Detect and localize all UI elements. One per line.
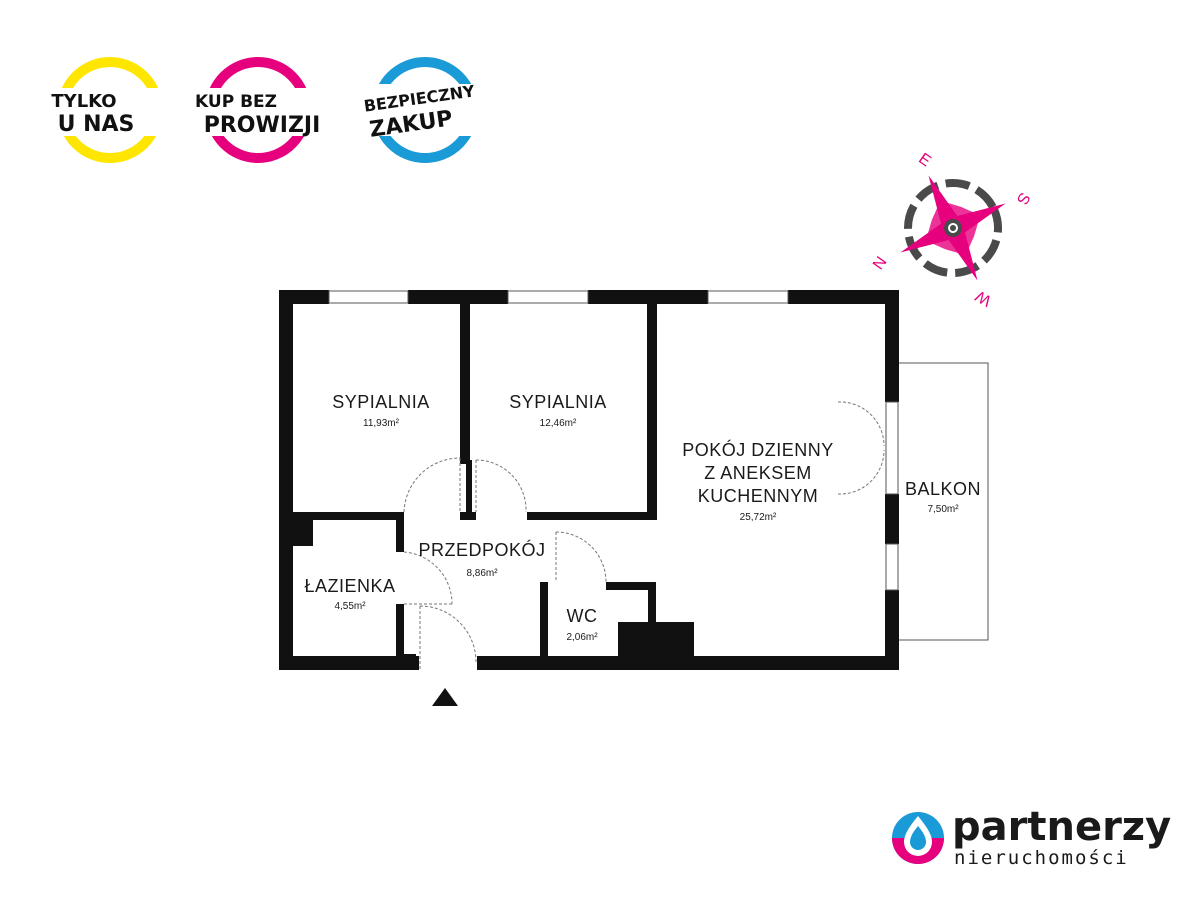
room-area-lazienka: 4,55m² bbox=[334, 601, 366, 612]
room-area-pokoj-dzienny: 25,72m² bbox=[740, 512, 777, 523]
room-label-sypialnia-1: SYPIALNIA bbox=[332, 392, 430, 412]
compass-letter-s: S bbox=[1013, 189, 1033, 207]
room-label-pokoj-dzienny-line1: POKÓJ DZIENNY bbox=[682, 439, 834, 460]
logo-subtitle: nieruchomości bbox=[954, 847, 1129, 869]
room-label-pokoj-dzienny-line2: Z ANEKSEM bbox=[704, 463, 812, 483]
compass-letter-w: W bbox=[972, 286, 994, 309]
badge-line2: U NAS bbox=[58, 112, 135, 137]
room-area-wc: 2,06m² bbox=[566, 632, 598, 643]
floor-plan: SYPIALNIA 11,93m² SYPIALNIA 12,46m² POKÓ… bbox=[279, 290, 989, 706]
partnerzy-logo: partnerzy nieruchomości bbox=[892, 804, 1171, 869]
room-area-balkon: 7,50m² bbox=[927, 504, 959, 515]
room-label-sypialnia-2: SYPIALNIA bbox=[509, 392, 607, 412]
room-label-wc: WC bbox=[567, 606, 598, 626]
logo-drop-icon bbox=[892, 812, 944, 864]
room-area-przedpokoj: 8,86m² bbox=[466, 568, 498, 579]
compass-letter-n: N bbox=[870, 254, 891, 273]
badge-kup-bez-prowizji: KUP BEZ PROWIZJI bbox=[188, 57, 336, 163]
badge-tylko-u-nas: TYLKO U NAS bbox=[48, 57, 172, 163]
exterior-walls bbox=[279, 290, 899, 670]
windows bbox=[328, 290, 899, 591]
room-label-przedpokoj: PRZEDPOKÓJ bbox=[418, 539, 545, 560]
room-area-sypialnia-1: 11,93m² bbox=[363, 418, 400, 429]
entrance-arrow-icon bbox=[432, 688, 458, 706]
room-area-sypialnia-2: 12,46m² bbox=[540, 418, 577, 429]
logo-wordmark: partnerzy bbox=[952, 804, 1171, 850]
compass-letter-e: E bbox=[915, 150, 933, 170]
room-label-balkon: BALKON bbox=[905, 479, 981, 499]
compass-rose-icon bbox=[900, 175, 1006, 281]
room-label-lazienka: ŁAZIENKA bbox=[304, 576, 395, 596]
balcony-outline bbox=[897, 362, 989, 641]
badge-line2: PROWIZJI bbox=[204, 113, 321, 138]
door-swings bbox=[403, 401, 885, 670]
interior-walls bbox=[293, 304, 694, 658]
badge-bezpieczny-zakup: BEZPIECZNY ZAKUP bbox=[352, 57, 488, 163]
room-label-pokoj-dzienny-line3: KUCHENNYM bbox=[698, 486, 819, 506]
badge-line1: KUP BEZ bbox=[195, 92, 277, 112]
badge-line1: TYLKO bbox=[51, 91, 116, 112]
